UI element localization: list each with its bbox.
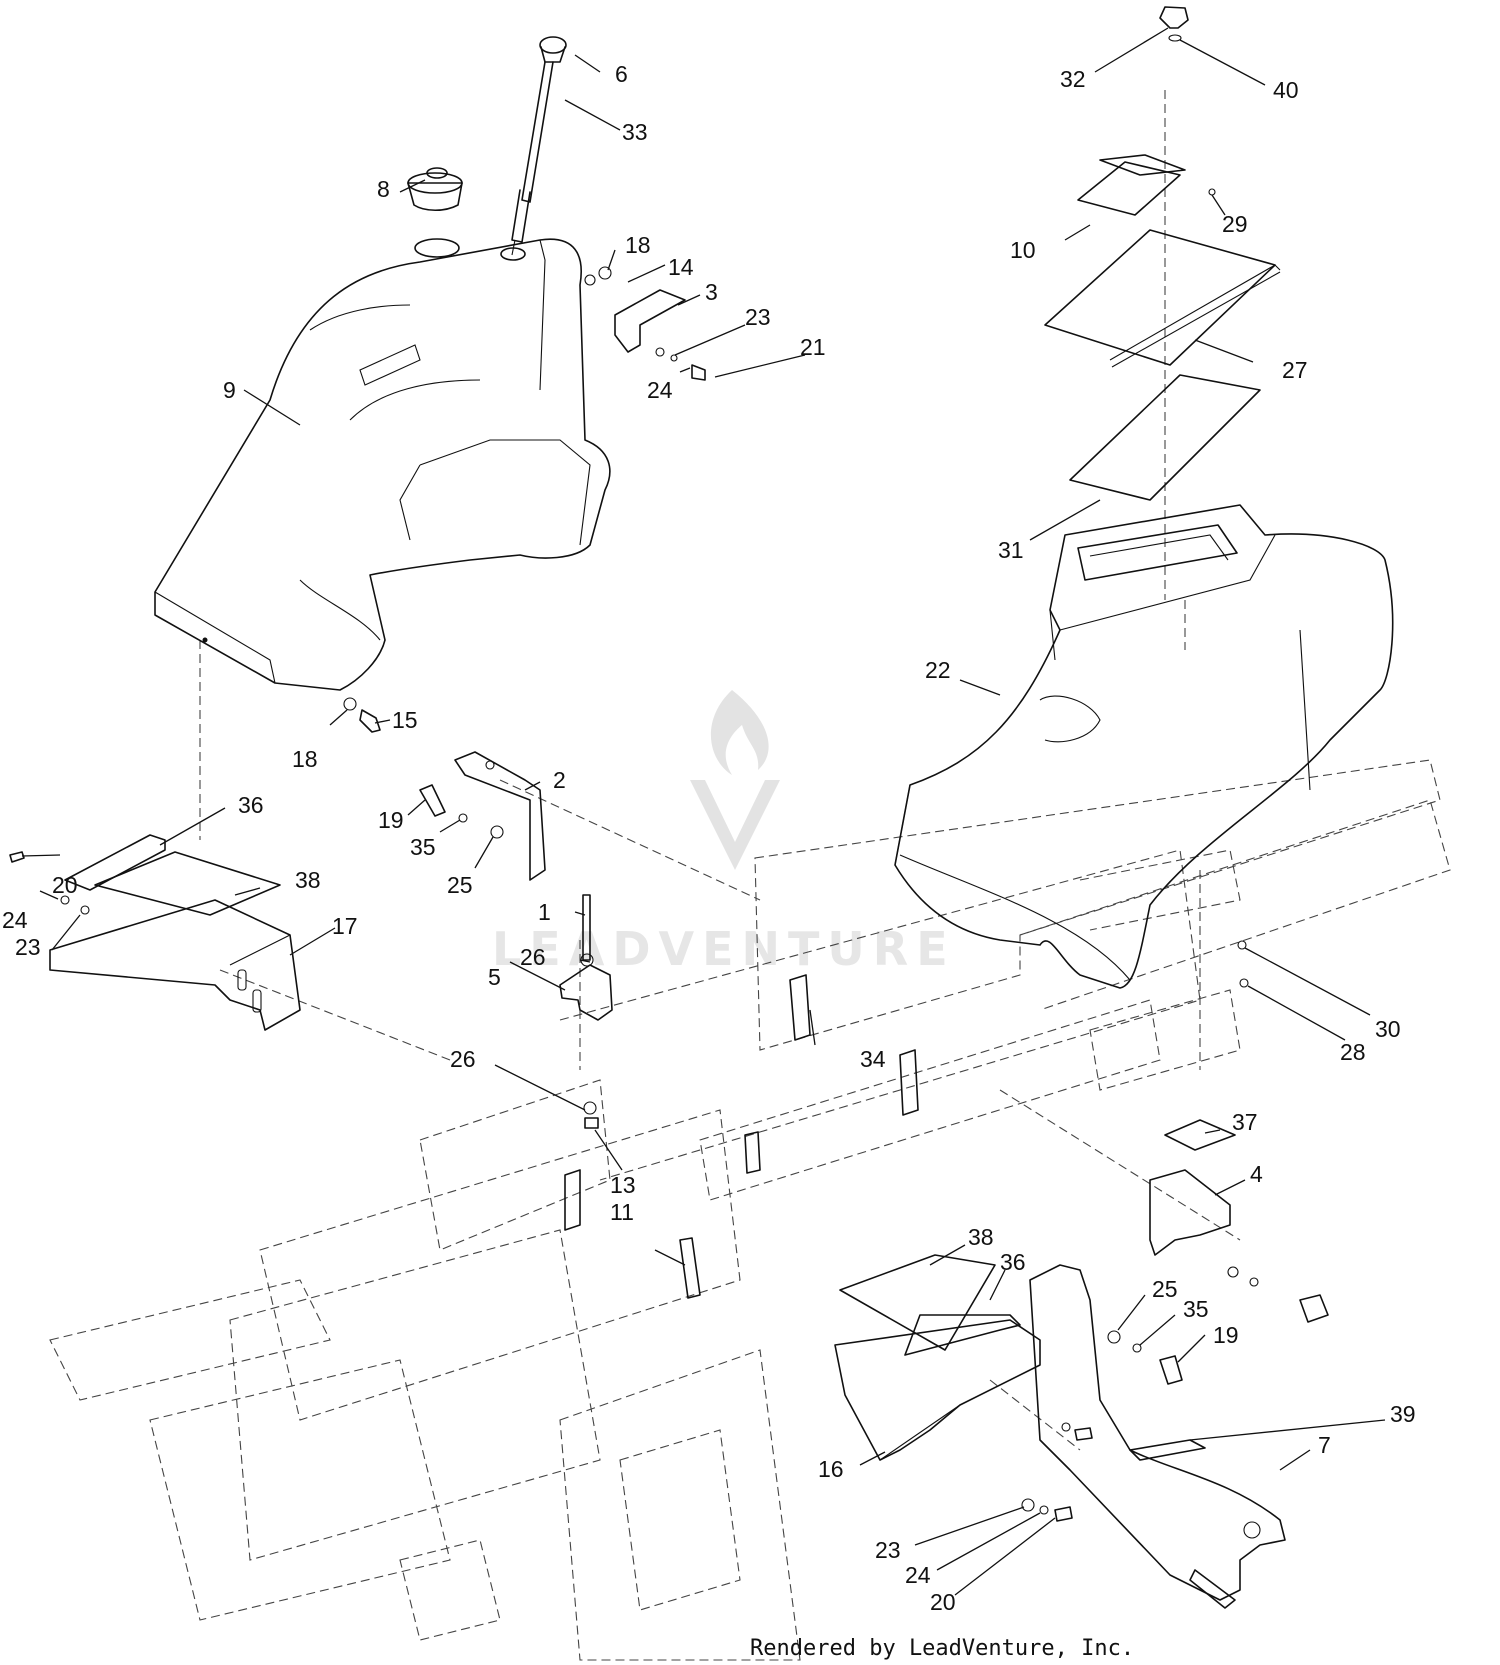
left-heat-shield-assembly — [9, 834, 301, 1031]
callout-31: 31 — [998, 537, 1024, 563]
drain-fitting — [343, 697, 381, 733]
callout-26-top: 26 — [520, 944, 546, 970]
callout-15: 15 — [392, 707, 418, 733]
callout-36-left: 36 — [238, 792, 264, 818]
callout-7: 7 — [1318, 1432, 1331, 1458]
callout-17: 17 — [332, 913, 358, 939]
chassis-frame — [49, 90, 1451, 1661]
frame-bracket-2 — [419, 751, 546, 881]
callout-6: 6 — [615, 61, 628, 87]
battery-hold-down-plates — [1044, 154, 1281, 501]
callout-27: 27 — [1282, 357, 1308, 383]
callout-30: 30 — [1375, 1016, 1401, 1042]
callout-4: 4 — [1250, 1161, 1263, 1187]
tank-bracket-3 — [584, 266, 706, 381]
callout-26-bottom: 26 — [450, 1046, 476, 1072]
watermark-text: LEADVENTURE — [492, 922, 956, 976]
callout-36-right: 36 — [1000, 1249, 1026, 1275]
callout-1: 1 — [538, 899, 551, 925]
fuel-tank — [154, 238, 611, 691]
callout-38-left: 38 — [295, 867, 321, 893]
callout-32: 32 — [1060, 66, 1086, 92]
fuel-cap — [407, 167, 463, 212]
callout-10: 10 — [1010, 237, 1036, 263]
callout-labels: 6 33 8 9 18 14 3 23 21 24 15 18 2 19 35 … — [2, 61, 1416, 1615]
callout-25-right: 25 — [1152, 1276, 1178, 1302]
callout-23-top: 23 — [745, 304, 771, 330]
callout-35-right: 35 — [1183, 1296, 1209, 1322]
callout-5: 5 — [488, 964, 501, 990]
callout-21: 21 — [800, 334, 826, 360]
rear-brackets — [1149, 1119, 1329, 1323]
callout-24-top: 24 — [647, 377, 673, 403]
callout-20-bottom: 20 — [930, 1589, 956, 1615]
callout-34: 34 — [860, 1046, 886, 1072]
callout-20-left: 20 — [52, 872, 78, 898]
callout-33: 33 — [622, 119, 648, 145]
callout-29: 29 — [1222, 211, 1248, 237]
strap-brackets — [564, 974, 919, 1299]
callout-40: 40 — [1273, 77, 1299, 103]
battery-cover-22 — [894, 504, 1394, 989]
leader-lines — [21, 27, 1386, 1596]
callout-14: 14 — [668, 254, 694, 280]
callout-22: 22 — [925, 657, 951, 683]
callout-35-left: 35 — [410, 834, 436, 860]
callout-16: 16 — [818, 1456, 844, 1482]
callout-39: 39 — [1390, 1401, 1416, 1427]
callout-23-left: 23 — [15, 934, 41, 960]
callout-25-left: 25 — [447, 872, 473, 898]
callout-19-right: 19 — [1213, 1322, 1239, 1348]
callout-8: 8 — [377, 176, 390, 202]
callout-38-right: 38 — [968, 1224, 994, 1250]
leadventure-watermark-logo: LEADVENTURE — [492, 690, 956, 976]
callout-23-bottom: 23 — [875, 1537, 901, 1563]
callout-11: 11 — [610, 1199, 634, 1225]
hold-down-nuts — [1237, 940, 1249, 988]
callout-9: 9 — [223, 377, 236, 403]
callout-24-left: 24 — [2, 907, 28, 933]
hold-down-knob — [1159, 6, 1189, 42]
callout-2: 2 — [553, 767, 566, 793]
footer-credit: Rendered by LeadVenture, Inc. — [750, 1636, 1134, 1661]
callout-28: 28 — [1340, 1039, 1366, 1065]
callout-18-bottom: 18 — [292, 746, 318, 772]
callout-3: 3 — [705, 279, 718, 305]
callout-37: 37 — [1232, 1109, 1258, 1135]
fuel-gauge-dipstick — [511, 36, 567, 256]
right-heat-shield-assembly — [834, 1254, 1286, 1609]
callout-19-left: 19 — [378, 807, 404, 833]
callout-18-top: 18 — [625, 232, 651, 258]
callout-13: 13 — [610, 1172, 636, 1198]
callout-24-bottom: 24 — [905, 1562, 931, 1588]
